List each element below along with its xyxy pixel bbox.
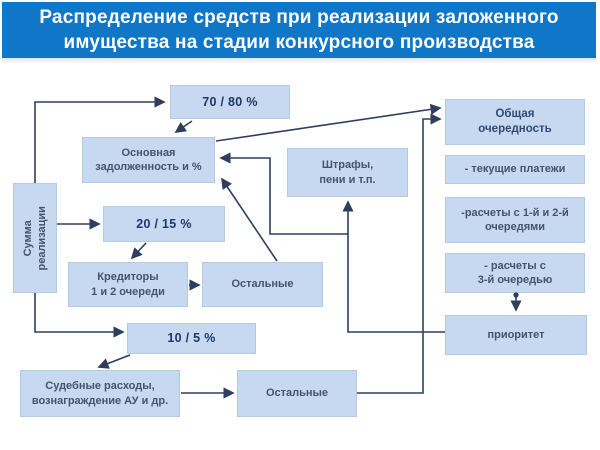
node-queue-3-settlements: - расчеты с 3-й очередью [445,253,585,293]
node-sum-realization-label: Сумма реализации [21,205,48,271]
node-20-15-percent: 20 / 15 % [103,206,225,242]
node-70-80-percent: 70 / 80 % [170,85,290,119]
arrow-20-15-to-creditors [130,242,147,260]
node-queue-1-2-settlements: -расчеты с 1-й и 2-й очередями [445,197,585,243]
node-priority: приоритет [445,315,587,355]
node-fines-penalties: Штрафы, пени и т.п. [287,148,408,197]
node-court-expenses: Судебные расходы, вознаграждение АУ и др… [20,370,180,417]
node-10-5-percent: 10 / 5 % [127,323,256,354]
arrow-priority-to-fines [342,200,445,333]
node-current-payments: - текущие платежи [445,155,585,184]
slide-header: Распределение средств при реализации зал… [2,2,596,58]
node-creditors-1-2: Кредиторы 1 и 2 очереди [68,262,188,307]
node-others-middle: Остальные [202,262,323,307]
node-main-debt: Основная задолженность и % [82,137,215,183]
node-general-order: Общая очередность [445,99,585,145]
arrow-70-80-to-main-debt [174,120,193,133]
header-divider [2,58,596,64]
arrow-others-to-main-debt [221,177,278,262]
slide-title: Распределение средств при реализации зал… [39,7,559,53]
node-sum-realization: Сумма реализации [13,183,57,293]
node-others-bottom: Остальные [237,370,357,417]
dot-queue3-connector [513,292,519,298]
arrow-10-5-to-court [97,354,131,369]
